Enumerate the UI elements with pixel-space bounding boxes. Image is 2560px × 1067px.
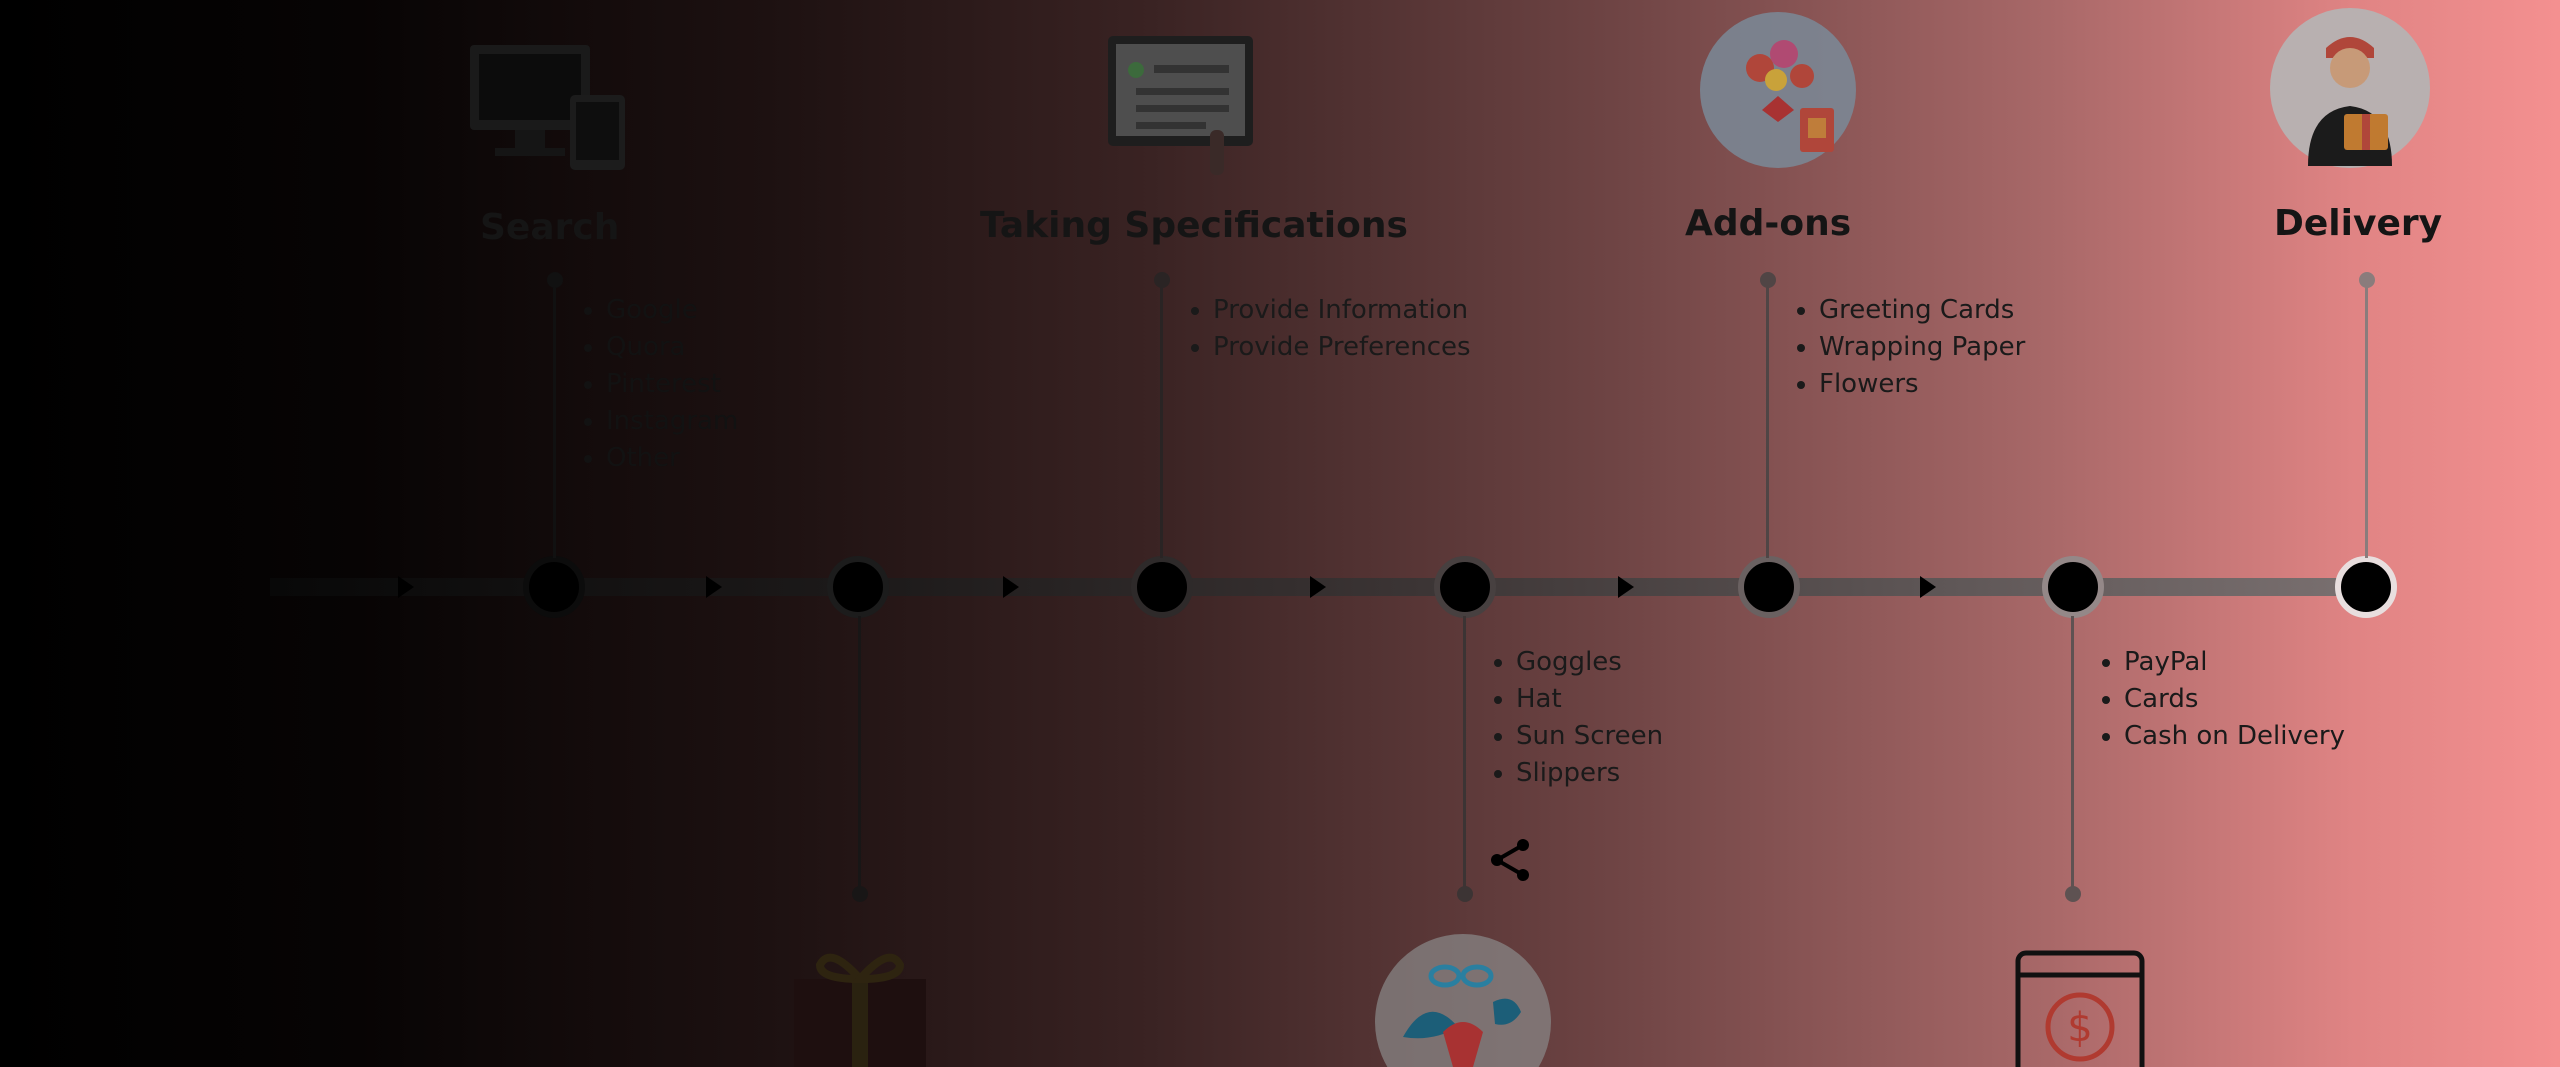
timeline-node-add-ons: [1738, 556, 1800, 618]
devices-icon: [470, 45, 625, 170]
list-item: Quora: [606, 329, 738, 366]
gift-box-icon: [794, 953, 926, 1067]
list-item: Provide Preferences: [1213, 329, 1471, 366]
list-item: Hat: [1516, 681, 1663, 718]
list-item: Pinterest: [606, 366, 738, 403]
payment-icon: $: [2015, 950, 2145, 1067]
step-list-search: Google Quora Pinterest Instagram Other: [576, 292, 738, 477]
connector-dot: [2359, 272, 2375, 288]
flowers-card-icon: [1700, 12, 1856, 168]
connector-line: [1160, 278, 1163, 558]
connector-line: [2365, 278, 2368, 558]
step-list-beach-items: Goggles Hat Sun Screen Slippers: [1486, 644, 1663, 792]
svg-text:$: $: [2067, 1005, 2092, 1051]
connector-line: [1766, 278, 1769, 558]
list-item: Other: [606, 440, 738, 477]
share-icon[interactable]: [1485, 835, 1535, 885]
connector-line: [1463, 616, 1466, 896]
delivery-person-icon: [2270, 8, 2430, 168]
checklist-screen-icon: [1108, 36, 1253, 175]
timeline-node-search: [523, 556, 585, 618]
connector-line: [553, 278, 556, 558]
list-item: Wrapping Paper: [1819, 329, 2025, 366]
timeline-arrow: [398, 576, 414, 598]
list-item: Greeting Cards: [1819, 292, 2025, 329]
connector-dot: [852, 886, 868, 902]
step-title-delivery: Delivery: [2274, 203, 2443, 244]
list-item: Slippers: [1516, 755, 1663, 792]
beach-items-icon: [1375, 934, 1551, 1067]
list-item: Flowers: [1819, 366, 2025, 403]
connector-dot: [1760, 272, 1776, 288]
list-item: Sun Screen: [1516, 718, 1663, 755]
connector-line: [2071, 616, 2074, 896]
list-item: Goggles: [1516, 644, 1663, 681]
step-list-specifications: Provide Information Provide Preferences: [1183, 292, 1471, 366]
list-item: Instagram: [606, 403, 738, 440]
connector-dot: [547, 272, 563, 288]
timeline-arrow: [706, 576, 722, 598]
list-item: Google: [606, 292, 738, 329]
step-list-add-ons: Greeting Cards Wrapping Paper Flowers: [1789, 292, 2025, 403]
timeline-arrow: [1920, 576, 1936, 598]
timeline-arrow: [1618, 576, 1634, 598]
timeline-node-delivery: [2335, 556, 2397, 618]
connector-dot: [1457, 886, 1473, 902]
timeline-arrow: [1310, 576, 1326, 598]
list-item: Provide Information: [1213, 292, 1471, 329]
timeline-node-beach-items: [1434, 556, 1496, 618]
timeline-node-specifications: [1131, 556, 1193, 618]
timeline-node-payment: [2042, 556, 2104, 618]
connector-dot: [1154, 272, 1170, 288]
list-item: PayPal: [2124, 644, 2345, 681]
step-title-search: Search: [480, 207, 620, 248]
timeline-arrow: [1003, 576, 1019, 598]
step-title-specifications: Taking Specifications: [980, 205, 1408, 246]
timeline-node-gift: [827, 556, 889, 618]
step-title-add-ons: Add-ons: [1685, 203, 1852, 244]
connector-line: [858, 616, 861, 896]
connector-dot: [2065, 886, 2081, 902]
list-item: Cards: [2124, 681, 2345, 718]
step-list-payment: PayPal Cards Cash on Delivery: [2094, 644, 2345, 755]
list-item: Cash on Delivery: [2124, 718, 2345, 755]
